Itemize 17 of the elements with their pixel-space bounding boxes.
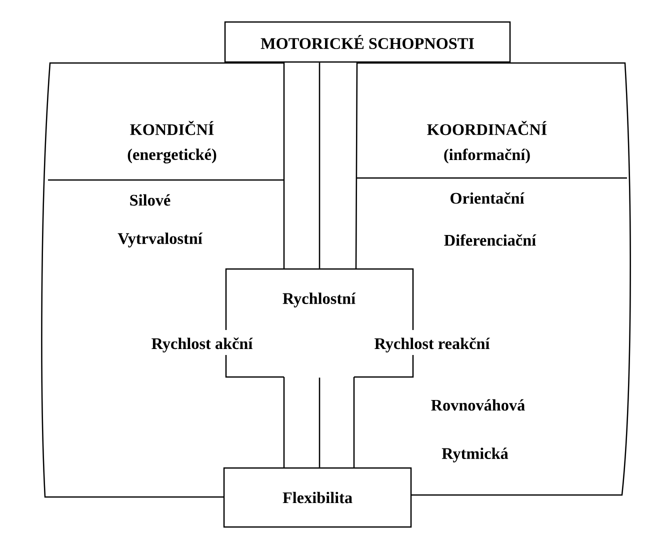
connector-line: [318, 62, 320, 268]
ability-label: Vytrvalostní: [116, 231, 204, 249]
ability-box: Flexibilita: [223, 467, 412, 528]
ability-label: Orientační: [448, 190, 526, 206]
ability-label: Silové: [128, 192, 172, 208]
ability-label: Rovnováhová: [429, 398, 527, 412]
category-heading: KONDIČNÍ: [128, 120, 216, 136]
ability-label: Rychlost akční: [150, 336, 254, 354]
category-heading: KOORDINAČNÍ: [425, 120, 549, 136]
connector-line: [318, 378, 320, 468]
category-subheading: (energetické): [126, 147, 218, 165]
category-subheading: (informační): [442, 147, 532, 165]
ability-heading: Rychlostní: [281, 291, 357, 309]
ability-label: Diferenciační: [442, 232, 538, 248]
ability-label: Rytmická: [440, 446, 510, 464]
title-box: MOTORICKÉ SCHOPNOSTI: [224, 21, 511, 63]
ability-label: Rychlost reakční: [372, 336, 492, 354]
